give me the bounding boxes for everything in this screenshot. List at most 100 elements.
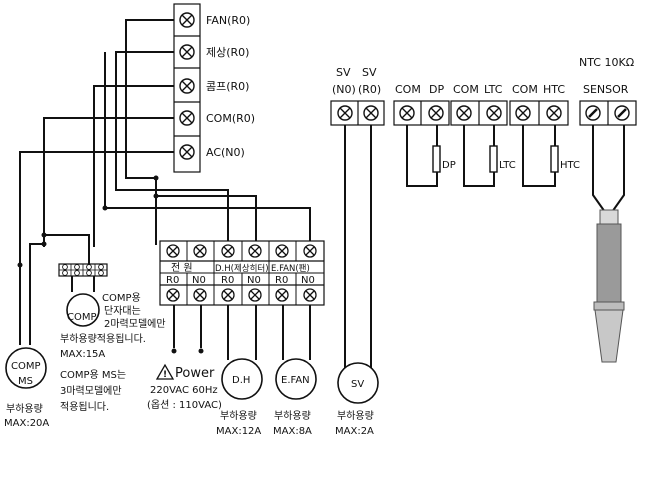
comp-relay-max: MAX:15A	[60, 349, 105, 360]
wires	[19, 19, 625, 375]
screw-icon	[275, 244, 289, 258]
sv-load-max: MAX:2A	[335, 426, 374, 437]
screw-icon	[363, 105, 379, 121]
main-terminal-block: 전 원 D.H(제상히터) E.FAN(팬) R0 N0 R0 N0 R0 N0	[159, 240, 325, 306]
comp-ms-note-3: 적용됩니다.	[60, 400, 109, 413]
sensor-terminal: NTC 10KΩ SENSOR	[579, 56, 637, 363]
screw-icon	[303, 288, 317, 302]
ltc-label: LTC	[484, 83, 503, 96]
ltc-switch-icon	[489, 145, 498, 173]
screw-icon	[399, 105, 415, 121]
sv-circle	[337, 362, 379, 404]
relay-label-ac: AC(N0)	[206, 146, 245, 159]
htc-switch-label: HTC	[560, 160, 580, 171]
efan-label: E.FAN	[281, 375, 310, 386]
efan-load-label: 부하용량	[274, 409, 311, 422]
dp-label: DP	[429, 83, 444, 96]
power-line-1: 220VAC 60Hz	[150, 385, 218, 396]
htc-label: HTC	[543, 83, 565, 96]
htc-terminal: COM HTC HTC	[509, 83, 580, 173]
main-label-dh: D.H(제상히터)	[215, 263, 269, 274]
junction-dots	[17, 175, 159, 268]
ltc-com-label: COM	[453, 83, 479, 96]
screw-icon	[179, 44, 195, 60]
comp-relay: COMP COMP용 단자대는 2마력모델에만 부하용량적용됩니다. MAX:1…	[60, 292, 166, 360]
main-sublabel-ro-3: R0	[275, 275, 288, 286]
sv-sublabel-ro: (R0)	[358, 83, 381, 96]
main-sublabel-ro-2: R0	[221, 275, 234, 286]
warning-icon	[155, 363, 175, 380]
screw-icon	[193, 244, 207, 258]
slotted-screw-icon	[585, 105, 601, 121]
main-sublabel-no-1: N0	[192, 275, 206, 286]
relay-label-comp: 콤프(R0)	[206, 80, 249, 93]
screw-icon	[337, 105, 353, 121]
comp-small-terminal	[58, 263, 108, 277]
sv-load-label-name: SV	[351, 379, 364, 390]
comp-ms-note-1: COMP용 MS는	[60, 369, 126, 381]
comp-ms-load-max: MAX:20A	[4, 418, 49, 429]
dp-switch-label: DP	[442, 160, 456, 171]
warning-symbol: !	[163, 370, 167, 380]
screw-icon	[456, 105, 472, 121]
relay-terminal-block: FAN(R0) 제상(R0) 콤프(R0) COM(R0) AC(N0)	[173, 3, 255, 173]
sv-sublabel-no: (N0)	[332, 83, 356, 96]
relay-label-defrost: 제상(R0)	[206, 46, 249, 59]
efan-load: E.FAN 부하용량 MAX:8A	[273, 358, 317, 437]
main-sublabel-ro-1: R0	[166, 275, 179, 286]
dh-load-label: 부하용량	[220, 409, 257, 422]
relay-label-com: COM(R0)	[206, 112, 255, 125]
screw-icon	[486, 105, 502, 121]
dp-com-label: COM	[395, 83, 421, 96]
relay-label-fan: FAN(R0)	[206, 14, 250, 27]
dp-terminal: COM DP DP	[393, 83, 456, 173]
slotted-screw-icon	[614, 105, 630, 121]
sv-load-label: 부하용량	[337, 409, 374, 422]
screw-icon	[221, 244, 235, 258]
screw-icon	[546, 105, 562, 121]
comp-note-line-4: 부하용량적용됩니다.	[60, 332, 146, 345]
comp-note-line-3: 2마력모델에만	[104, 318, 166, 330]
sensor-title: NTC 10KΩ	[579, 56, 634, 69]
comp-note-line-1: COMP용	[102, 292, 141, 304]
screw-icon	[248, 244, 262, 258]
screw-icon	[303, 244, 317, 258]
power-title: Power	[175, 366, 215, 381]
sensor-label: SENSOR	[583, 83, 629, 96]
main-sublabel-no-2: N0	[247, 275, 261, 286]
htc-switch-icon	[550, 145, 559, 173]
comp-ms-label-1: COMP	[11, 361, 41, 372]
screw-icon	[179, 144, 195, 160]
sv-label-ro: SV	[362, 66, 377, 79]
htc-com-label: COM	[512, 83, 538, 96]
screw-icon	[221, 288, 235, 302]
screw-icon	[166, 288, 180, 302]
screw-icon	[275, 288, 289, 302]
screw-icon	[515, 105, 531, 121]
sv-label-no: SV	[336, 66, 351, 79]
main-label-power: 전 원	[171, 262, 193, 274]
dh-circle	[221, 358, 263, 400]
dh-load: D.H 부하용량 MAX:12A	[216, 358, 263, 437]
comp-relay-label: COMP	[67, 312, 97, 323]
main-label-efan: E.FAN(팬)	[271, 264, 310, 274]
power-line-2: (옵션 : 110VAC)	[147, 399, 222, 411]
dh-label: D.H	[232, 375, 250, 386]
efan-load-max: MAX:8A	[273, 426, 312, 437]
comp-note-line-2: 단자대는	[104, 305, 141, 317]
main-sublabel-no-3: N0	[301, 275, 315, 286]
comp-ms-note-2: 3마력모델에만	[60, 385, 122, 397]
sv-terminal: SV SV (N0) (R0)	[330, 66, 385, 126]
sensor-probe-icon	[593, 209, 625, 363]
screw-icon	[193, 288, 207, 302]
comp-ms-load-label: 부하용량	[6, 402, 43, 415]
mini-screw-icon	[62, 264, 104, 276]
power-input: ! Power 220VAC 60Hz (옵션 : 110VAC)	[147, 348, 222, 411]
screw-icon	[179, 78, 195, 94]
dp-switch-icon	[432, 145, 441, 173]
screw-icon	[166, 244, 180, 258]
comp-ms: COMP MS COMP용 MS는 3마력모델에만 적용됩니다. 부하용량 MA…	[4, 347, 126, 429]
comp-ms-label-2: MS	[18, 376, 33, 387]
ltc-switch-label: LTC	[499, 160, 516, 171]
